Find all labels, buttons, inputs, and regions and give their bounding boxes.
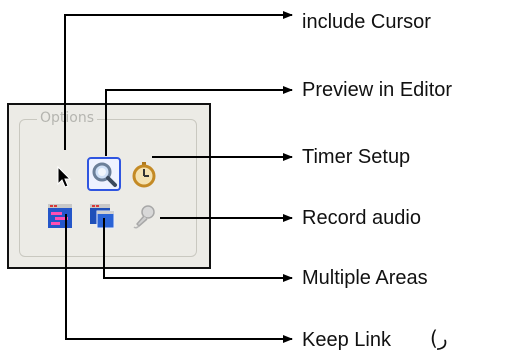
cursor-arrow-icon <box>57 165 72 188</box>
multiple-areas-button[interactable] <box>87 201 121 235</box>
timer-setup-button[interactable] <box>129 159 163 193</box>
include-cursor-button[interactable] <box>47 161 81 195</box>
options-panel: Options <box>7 103 211 269</box>
options-group-title: Options <box>37 110 98 126</box>
callout-multiple-areas: Multiple Areas <box>302 267 428 289</box>
footnote-text: (ﺭ <box>430 326 448 350</box>
window-bars-icon <box>48 204 72 228</box>
stopwatch-icon <box>132 162 156 188</box>
keep-link-button[interactable] <box>45 201 79 235</box>
window-multiple-icon <box>90 204 115 229</box>
magnifier-preview-icon <box>92 162 117 187</box>
record-audio-button[interactable] <box>131 201 165 235</box>
callout-timer-setup: Timer Setup <box>302 146 411 168</box>
callout-record-audio: Record audio <box>302 207 421 229</box>
callout-include-cursor: include Cursor <box>302 11 431 33</box>
preview-in-editor-button[interactable] <box>87 157 121 191</box>
microphone-icon <box>133 205 155 229</box>
callout-preview-in-editor: Preview in Editor <box>302 79 453 101</box>
callout-keep-link: Keep Link <box>302 329 391 351</box>
